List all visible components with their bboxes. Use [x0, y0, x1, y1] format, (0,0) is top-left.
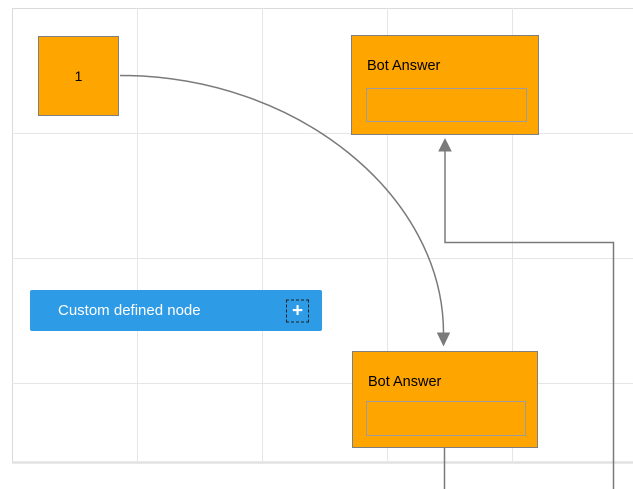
bot-answer-title: Bot Answer: [368, 374, 442, 390]
node-bot-answer-top[interactable]: Bot Answer: [351, 35, 539, 135]
connector-curve-arrowhead-down-icon: [436, 332, 451, 347]
connector-orthogonal[interactable]: [444, 151, 615, 489]
bot-answer-input[interactable]: [366, 88, 527, 122]
node-start-label: 1: [74, 68, 83, 84]
connector-orthogonal-arrowhead-up-icon: [438, 138, 452, 152]
node-custom-defined[interactable]: Custom defined node +: [30, 290, 322, 331]
connector-curve[interactable]: [119, 74, 445, 334]
node-bot-answer-bottom[interactable]: Bot Answer: [352, 351, 538, 448]
node-start[interactable]: 1: [38, 36, 119, 116]
bot-answer-title: Bot Answer: [367, 58, 441, 74]
add-port-icon[interactable]: +: [286, 299, 309, 322]
custom-node-label: Custom defined node: [58, 302, 201, 319]
bot-answer-input[interactable]: [366, 401, 526, 436]
